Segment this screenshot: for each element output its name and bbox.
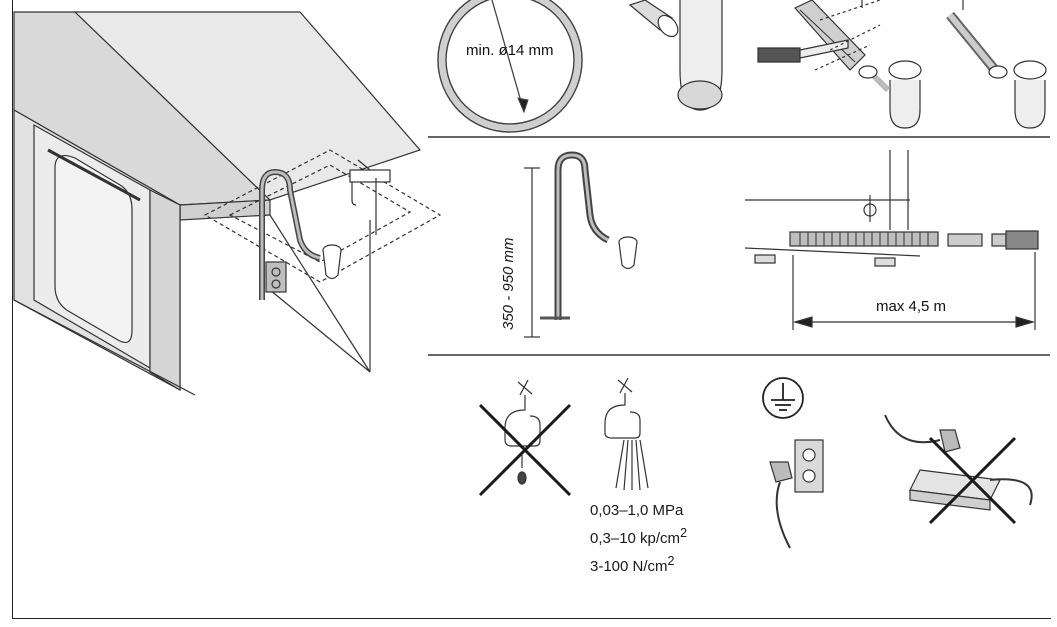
hose-diameter-label: min. ø14 mm (466, 42, 554, 59)
pressure-specs: 0,03–1,0 MPa 0,3–10 kp/cm2 3-100 N/cm2 (590, 500, 687, 578)
plug-and-socket-illustration (769, 439, 824, 549)
siphon-connector-2 (946, 0, 1047, 129)
earth-ground-icon (762, 377, 804, 419)
pressure-spec-ncm-text: 3-100 N/cm (590, 558, 668, 575)
pressure-spec-kp-exp: 2 (680, 526, 688, 540)
hose-diameter-ring (437, 0, 583, 133)
hose-cut-knife-illustration (757, 0, 922, 129)
extension-strip-crossed (884, 414, 1033, 525)
diagram-frame (12, 0, 1051, 619)
pressure-spec-ncm-exp: 2 (667, 554, 675, 568)
dishwasher-cabinet-illustration (13, 11, 442, 396)
pressure-spec-kp-text: 0,3–10 kp/cm (590, 530, 681, 547)
max-length-label: max 4,5 m (876, 298, 947, 315)
tap-dripping-crossed (478, 379, 572, 497)
tap-flowing (604, 377, 649, 491)
height-range-label: 350 - 950 mm (500, 237, 517, 330)
pressure-spec-ncm: 3-100 N/cm2 (590, 550, 687, 578)
height-range-illustration (524, 151, 638, 338)
pressure-spec-mpa: 0,03–1,0 MPa (590, 502, 684, 519)
hose-length-illustration (744, 150, 1039, 330)
siphon-connector-1 (628, 0, 723, 111)
pressure-spec-kp: 0,3–10 kp/cm2 (590, 522, 687, 550)
